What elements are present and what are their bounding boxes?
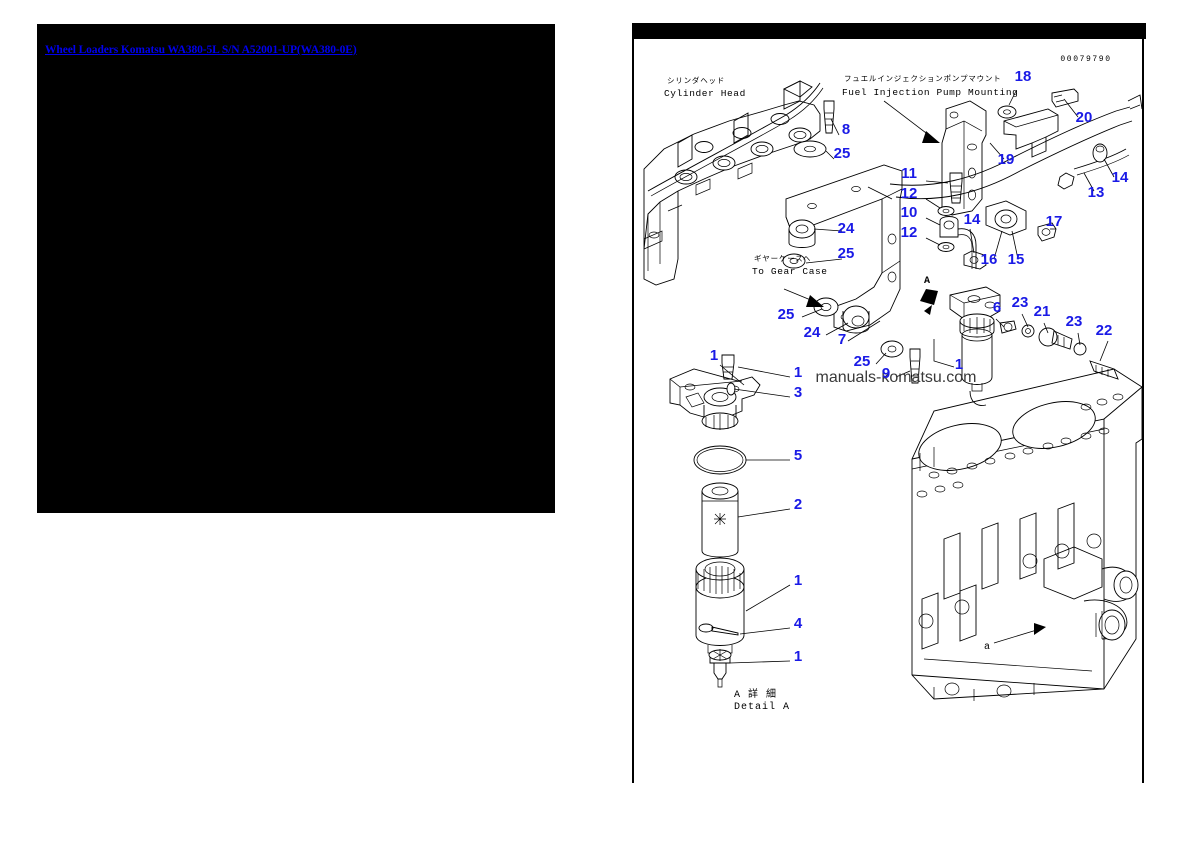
- gear-case-label-en: To Gear Case: [752, 266, 828, 277]
- cylinder-head-group: [643, 80, 824, 286]
- part-callout-21: 21: [1034, 303, 1051, 320]
- part-callout-24: 24: [838, 220, 855, 237]
- fuel-pump-label-en: Fuel Injection Pump Mounting: [842, 87, 1018, 98]
- part-callout-1: 1: [794, 648, 802, 665]
- part-callout-5: 5: [794, 447, 802, 464]
- part-callout-14: 14: [964, 211, 981, 228]
- bracket-hardware-group: [782, 100, 921, 384]
- part-callout-23: 23: [1066, 313, 1083, 330]
- part-callout-25: 25: [834, 145, 851, 162]
- detail-a-label-en: Detail A: [734, 701, 790, 713]
- part-callout-2: 2: [794, 496, 802, 513]
- part-callout-19: 19: [998, 151, 1015, 168]
- part-callout-1: 1: [955, 356, 963, 373]
- part-callout-11: 11: [901, 165, 917, 182]
- part-callout-25: 25: [854, 353, 871, 370]
- detail-a-marker: A: [924, 276, 931, 287]
- part-callout-18: 18: [1015, 68, 1032, 85]
- drawing-code: 00079790: [1060, 55, 1111, 64]
- part-callout-12: 12: [901, 185, 918, 202]
- cylinder-head-label-jp: シリンダヘッド: [667, 75, 725, 85]
- control-rod-group: [889, 94, 1143, 242]
- watermark-text: manuals-komatsu.com: [816, 369, 977, 386]
- fuel-pump-label-jp: フュエルインジェクションポンプマウント: [844, 74, 1001, 83]
- part-callout-15: 15: [1008, 251, 1025, 268]
- part-callout-1: 1: [794, 572, 802, 589]
- part-callout-1: 1: [794, 364, 802, 381]
- part-callout-22: 22: [1096, 322, 1113, 339]
- catalog-title-link[interactable]: Wheel Loaders Komatsu WA380-5L S/N A5200…: [45, 44, 357, 56]
- upper-fitting-group: A: [920, 172, 987, 315]
- detail-a-label-jp: A 詳 細: [734, 687, 777, 701]
- part-callout-14: 14: [1112, 169, 1129, 186]
- part-callout-25: 25: [778, 306, 795, 323]
- engine-detail-marker: a: [984, 642, 991, 653]
- leader-lines-group: [719, 90, 1115, 664]
- part-callout-8: 8: [842, 121, 850, 138]
- cylinder-head-label-en: Cylinder Head: [664, 88, 746, 99]
- fuel-pump-arrow-head: [922, 131, 940, 143]
- gear-case-label-jp: ギヤーケースヘ: [754, 254, 811, 263]
- part-callout-1: 1: [710, 347, 718, 364]
- part-callout-6: 6: [993, 299, 1001, 316]
- detail-a-exploded-group: [669, 354, 761, 688]
- parts-diagram-panel: 00079790: [632, 23, 1146, 783]
- part-callout-4: 4: [794, 615, 803, 632]
- part-callout-3: 3: [794, 384, 802, 401]
- part-callout-13: 13: [1088, 184, 1105, 201]
- part-callout-7: 7: [838, 331, 846, 348]
- part-callout-16: 16: [981, 251, 998, 268]
- fuel-pump-mount-group: [941, 88, 1079, 216]
- parts-diagram-svg: 00079790: [643, 55, 1143, 713]
- part-callout-23: 23: [1012, 294, 1029, 311]
- part-callout-9: 9: [882, 365, 890, 382]
- part-callout-17: 17: [1046, 213, 1063, 230]
- preview-panel: Wheel Loaders Komatsu WA380-5L S/N A5200…: [37, 24, 555, 513]
- fuel-filter-assembly-group: [949, 286, 1119, 406]
- diagram-top-bar: [634, 23, 1146, 39]
- part-callout-10: 10: [901, 204, 918, 221]
- engine-block-group: a: [911, 368, 1143, 701]
- part-callout-20: 20: [1076, 109, 1093, 126]
- gear-case-arrow-head: [806, 295, 824, 307]
- part-callout-12: 12: [901, 224, 918, 241]
- part-callout-25: 25: [838, 245, 855, 262]
- part-callout-24: 24: [804, 324, 821, 341]
